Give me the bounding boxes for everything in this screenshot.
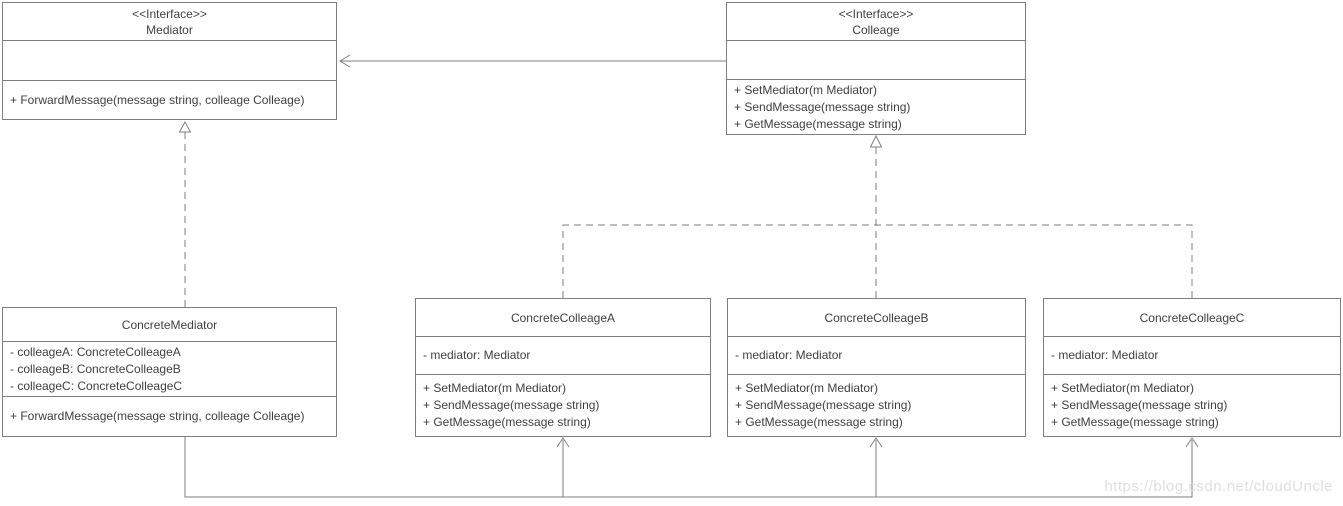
method-row: + SetMediator(m Mediator): [735, 381, 879, 395]
class-box-concrete-colleage-b: ConcreteColleageB - mediator: Mediator +…: [727, 298, 1026, 437]
method-row: + GetMessage(message string): [423, 415, 591, 429]
class-title: ConcreteColleageB: [728, 299, 1025, 336]
hollow-triangle-mediator: [178, 120, 192, 133]
field-row: - mediator: Mediator: [423, 348, 531, 362]
open-arrowhead-colleage-a: [556, 437, 570, 448]
field-row: - mediator: Mediator: [735, 348, 843, 362]
method-row: + ForwardMessage(message string, colleag…: [10, 409, 305, 423]
class-title: <<Interface>> Colleage: [727, 3, 1025, 40]
class-name: ConcreteMediator: [121, 317, 218, 332]
method-row: + SendMessage(message string): [1051, 398, 1228, 412]
methods-compartment: + ForwardMessage(message string, colleag…: [3, 396, 336, 436]
method-row: + GetMessage(message string): [734, 117, 902, 131]
fields-compartment: [3, 40, 336, 80]
class-name: Mediator: [146, 22, 193, 37]
open-arrowhead-colleage-c: [1185, 437, 1199, 448]
class-name: ConcreteColleageA: [510, 310, 616, 325]
class-stereotype: <<Interface>>: [838, 6, 914, 21]
fields-compartment: - colleageA: ConcreteColleageA - colleag…: [3, 341, 336, 396]
class-box-mediator-interface: <<Interface>> Mediator + ForwardMessage(…: [2, 2, 337, 120]
methods-compartment: + SetMediator(m Mediator) + SendMessage(…: [727, 79, 1025, 134]
method-row: + GetMessage(message string): [1051, 415, 1219, 429]
class-box-colleage-interface: <<Interface>> Colleage + SetMediator(m M…: [726, 2, 1026, 135]
methods-compartment: + SetMediator(m Mediator) + SendMessage(…: [416, 374, 710, 436]
class-title: ConcreteMediator: [3, 308, 336, 341]
fields-compartment: - mediator: Mediator: [416, 336, 710, 374]
class-title: ConcreteColleageC: [1044, 299, 1340, 336]
hollow-triangle-colleage: [869, 134, 883, 148]
methods-compartment: + SetMediator(m Mediator) + SendMessage(…: [1044, 374, 1340, 436]
class-title: ConcreteColleageA: [416, 299, 710, 336]
open-arrowhead-mediator: [339, 54, 351, 68]
fields-compartment: [727, 40, 1025, 79]
class-name: ConcreteColleageB: [824, 310, 929, 325]
open-arrowhead-colleage-b: [869, 437, 883, 448]
class-name: Colleage: [852, 22, 900, 37]
methods-compartment: + SetMediator(m Mediator) + SendMessage(…: [728, 374, 1025, 436]
fields-compartment: - mediator: Mediator: [728, 336, 1025, 374]
method-row: + GetMessage(message string): [735, 415, 903, 429]
class-box-concrete-mediator: ConcreteMediator - colleageA: ConcreteCo…: [2, 307, 337, 437]
class-title: <<Interface>> Mediator: [3, 3, 336, 40]
field-row: - mediator: Mediator: [1051, 348, 1159, 362]
field-row: - colleageA: ConcreteColleageA: [10, 345, 181, 359]
method-row: + SendMessage(message string): [423, 398, 600, 412]
class-stereotype: <<Interface>>: [132, 6, 207, 21]
realization-colleagues-to-colleage: [562, 147, 1193, 298]
method-row: + ForwardMessage(message string, colleag…: [10, 93, 305, 107]
method-row: + SetMediator(m Mediator): [423, 381, 567, 395]
class-box-concrete-colleage-a: ConcreteColleageA - mediator: Mediator +…: [415, 298, 711, 437]
class-name: ConcreteColleageC: [1139, 310, 1245, 325]
field-row: - colleageB: ConcreteColleageB: [10, 362, 181, 376]
watermark-url: https://blog.csdn.net/cloudUncle: [1104, 478, 1333, 495]
method-row: + SetMediator(m Mediator): [734, 83, 878, 97]
class-box-concrete-colleage-c: ConcreteColleageC - mediator: Mediator +…: [1043, 298, 1341, 437]
association-concretemediator-to-colleagues: [184, 437, 1193, 498]
method-row: + SendMessage(message string): [734, 100, 911, 114]
method-row: + SetMediator(m Mediator): [1051, 381, 1195, 395]
fields-compartment: - mediator: Mediator: [1044, 336, 1340, 374]
methods-compartment: + ForwardMessage(message string, colleag…: [3, 80, 336, 119]
field-row: - colleageC: ConcreteColleageC: [10, 379, 183, 393]
method-row: + SendMessage(message string): [735, 398, 912, 412]
